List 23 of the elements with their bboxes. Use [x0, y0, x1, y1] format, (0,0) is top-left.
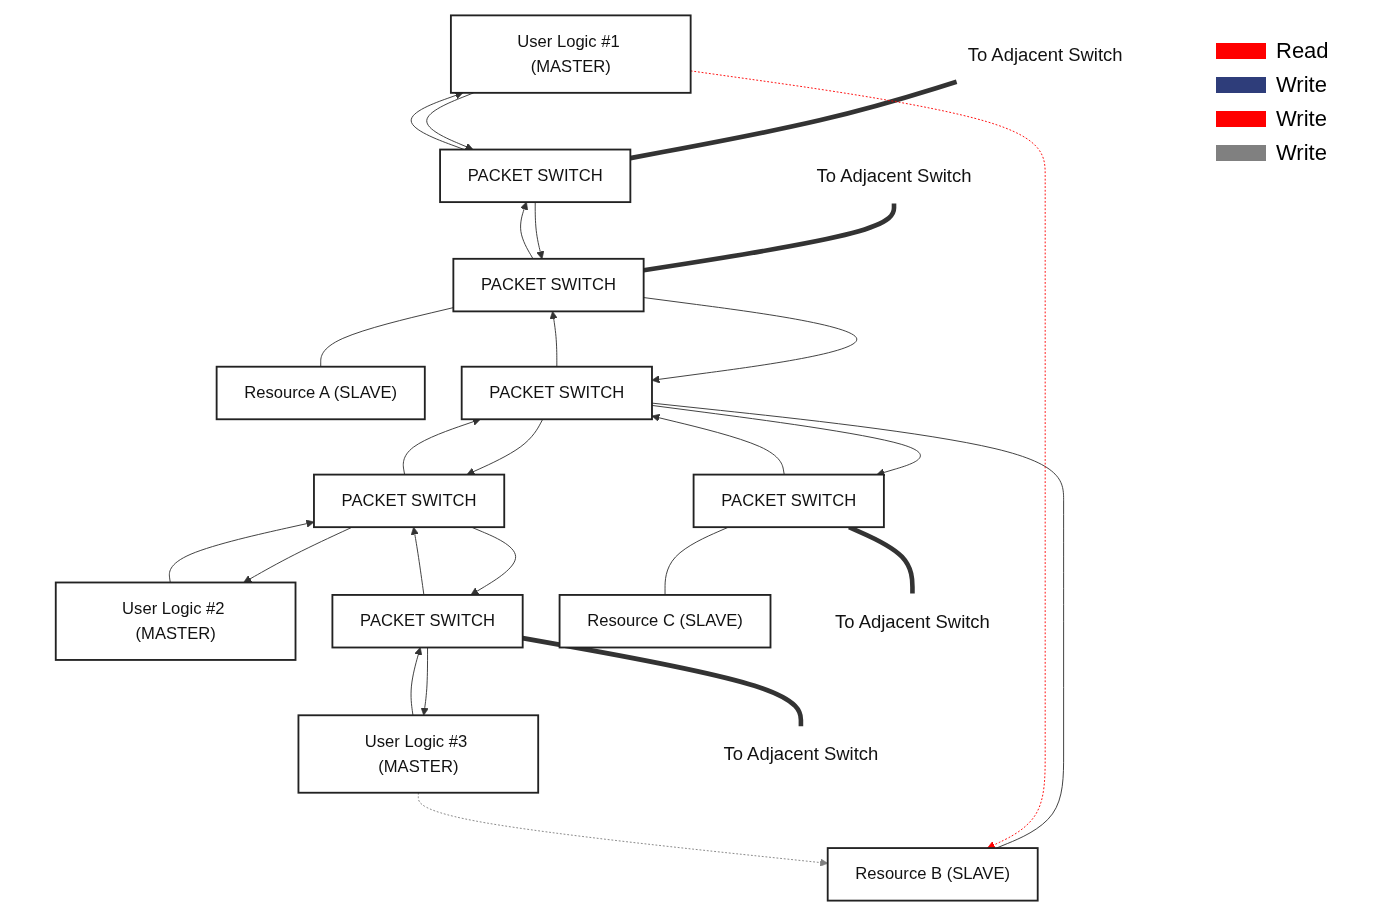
legend-label: Write: [1276, 106, 1327, 132]
node-box: User Logic #2 (MASTER): [54, 581, 297, 661]
node-text: To Adjacent Switch: [967, 43, 1123, 65]
connector: [320, 307, 454, 368]
connector: [643, 203, 897, 273]
legend-label: Read: [1276, 38, 1329, 64]
node-box: Resource C (SLAVE): [558, 594, 772, 649]
node-box: User Logic #3 (MASTER): [297, 714, 540, 794]
node-text: To Adjacent Switch: [723, 743, 879, 765]
node-box: PACKET SWITCH: [439, 148, 632, 204]
legend-label: Write: [1276, 140, 1327, 166]
node-box: PACKET SWITCH: [331, 594, 524, 649]
node-box: Resource B (SLAVE): [826, 847, 1039, 902]
node-box: PACKET SWITCH: [313, 473, 506, 529]
node-box: Resource A (SLAVE): [215, 365, 426, 421]
node-text: To Adjacent Switch: [816, 165, 972, 186]
node-box: PACKET SWITCH: [692, 473, 885, 529]
node-box: User Logic #1 (MASTER): [449, 14, 692, 94]
legend-label: Write: [1276, 72, 1327, 98]
node-text: To Adjacent Switch: [835, 611, 990, 632]
connector: [522, 635, 804, 727]
node-box: PACKET SWITCH: [452, 257, 645, 313]
node-box: PACKET SWITCH: [460, 365, 653, 421]
